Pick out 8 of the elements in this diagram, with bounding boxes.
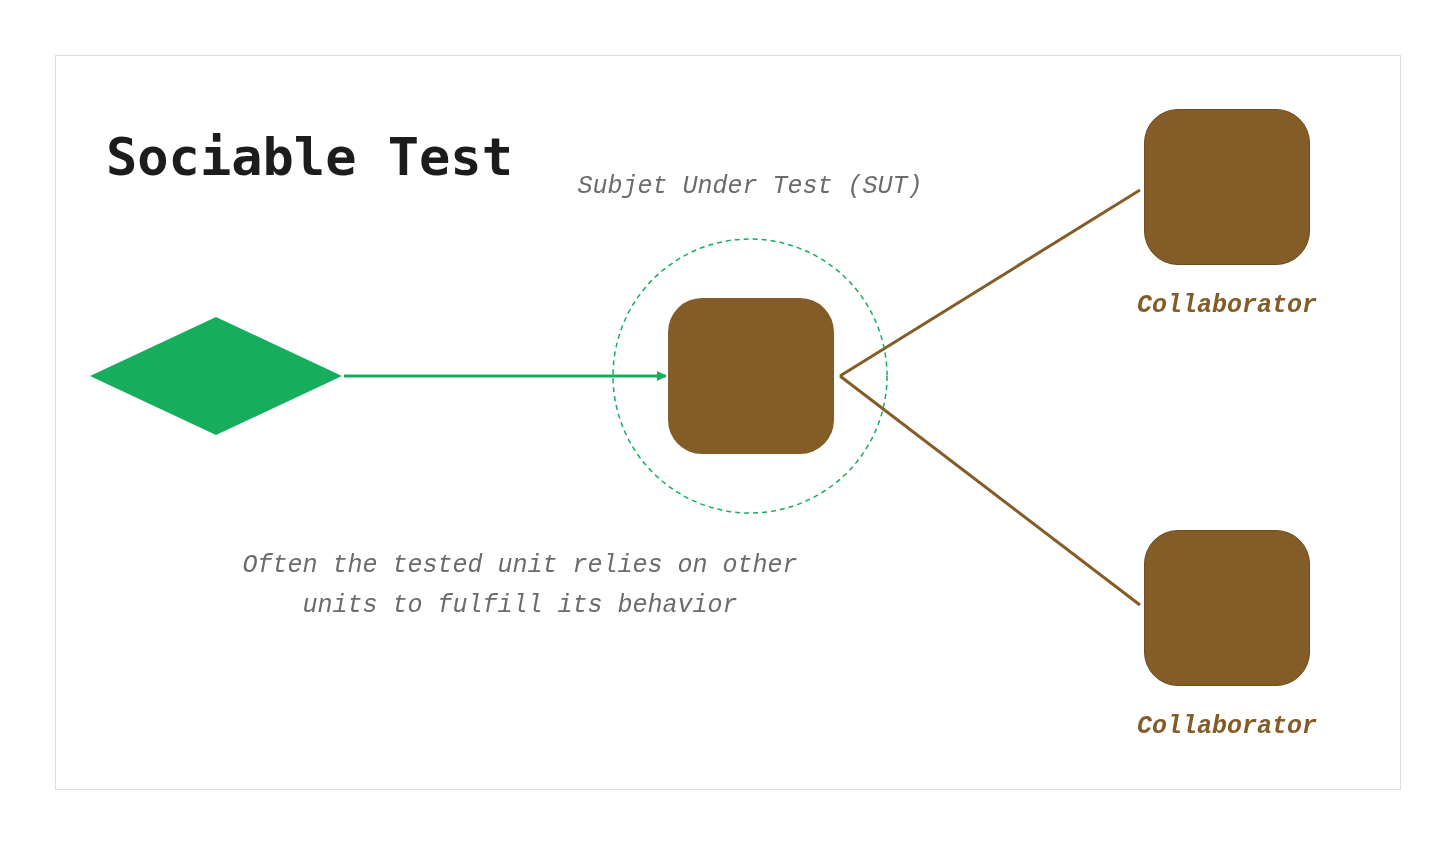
title: Sociable Test <box>106 126 513 189</box>
note-text: Often the tested unit relies on other units to fulfill its behavior <box>241 550 799 622</box>
collaborator-label: Collaborator <box>1137 711 1317 743</box>
collaborator-label: Collaborator <box>1137 290 1317 322</box>
sut-label: Subjet Under Test (SUT) <box>577 171 923 203</box>
connector-line <box>839 374 1141 607</box>
connector-line <box>839 188 1141 378</box>
arrow <box>344 371 667 381</box>
